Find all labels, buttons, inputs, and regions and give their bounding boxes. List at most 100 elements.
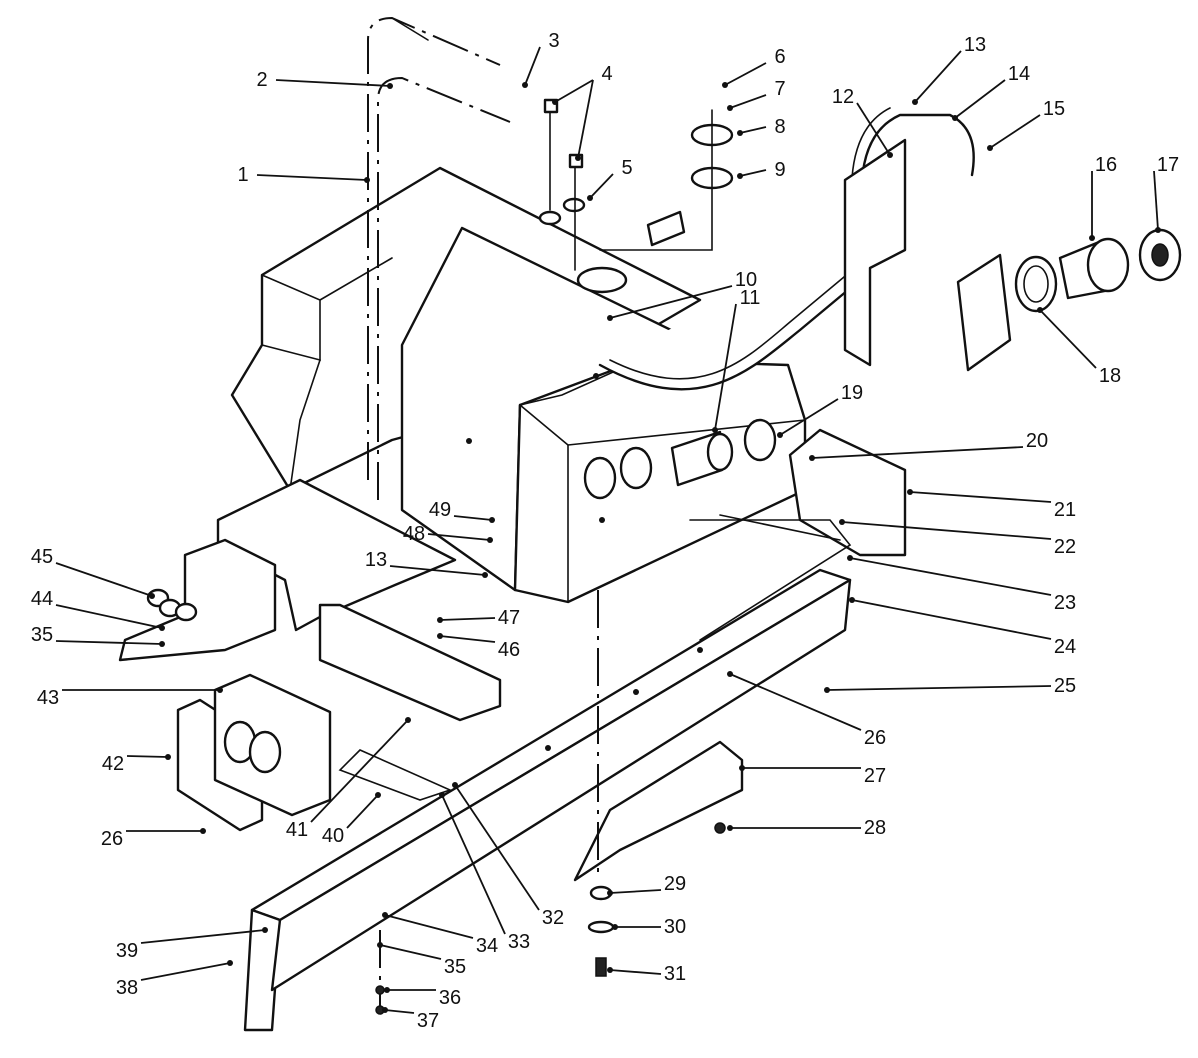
callout-c19: 19 [777,382,863,438]
callout-dot [737,130,743,136]
callout-dot [159,641,165,647]
callout-label: 42 [102,753,124,775]
callout-leader [609,969,662,975]
callout-label: 41 [286,819,308,841]
callout-label: 46 [498,639,520,661]
callout-label: 45 [31,546,53,568]
callout-c30: 30 [612,916,686,938]
callout-label: 6 [774,46,785,68]
callout-label: 3 [548,30,559,52]
callout-dot [607,315,613,321]
callout-dot [552,99,558,105]
callout-leader [140,929,266,944]
callout-c9: 9 [737,159,786,181]
callout-label: 1 [237,164,248,186]
callout-leader [729,94,767,109]
callout-dot [722,82,728,88]
callout-label: 32 [542,907,564,929]
callout-dot [587,195,593,201]
callout-label: 33 [508,931,530,953]
callout-label: 15 [1043,98,1065,120]
callout-dot [849,597,855,603]
callout-dot [522,82,528,88]
callout-c26a: 26 [727,671,886,749]
callout-c12: 12 [832,86,893,158]
callout-dot [159,625,165,631]
callout-dot [727,825,733,831]
callout-c13b: 13 [365,549,488,578]
mounting-flange [176,673,332,832]
callout-label: 7 [774,78,785,100]
callout-dot [165,754,171,760]
callout-c35b: 35 [31,624,165,647]
callout-label: 26 [101,828,123,850]
callout-leader [384,1009,415,1014]
callout-leader [724,62,767,86]
tank-fittings [538,197,777,500]
callout-label: 21 [1054,499,1076,521]
callout-dot [384,987,390,993]
callout-leader [379,944,442,960]
callout-dot [952,115,958,121]
callout-dot [612,924,618,930]
callout-dot [1037,307,1043,313]
callout-c6: 6 [722,46,786,88]
callout-c24: 24 [849,597,1076,658]
callout-dot [382,1007,388,1013]
hardware-stack [375,590,726,1015]
callout-dot [489,517,495,523]
callout-c14: 14 [952,63,1030,121]
callout-label: 2 [256,69,267,91]
callout-leader [909,491,1052,503]
callout-c37: 37 [382,1007,439,1032]
callout-c18: 18 [1037,307,1121,387]
callout-c38: 38 [116,960,233,999]
callout-label: 18 [1099,365,1121,387]
callout-leader [779,398,839,436]
callout-leader [739,169,767,177]
callout-label: 22 [1054,536,1076,558]
callout-c47: 47 [437,607,520,629]
callout-label: 38 [116,977,138,999]
callout-label: 34 [476,935,498,957]
callout-c4b [575,79,594,161]
callout-label: 9 [774,159,785,181]
callout-label: 26 [864,727,886,749]
callout-dot [727,105,733,111]
callout-c40: 40 [322,792,381,847]
callout-leader [55,562,153,597]
callout-c34: 34 [382,912,498,957]
callout-leader [577,79,594,159]
callout-c49: 49 [429,499,495,523]
callout-label: 30 [664,916,686,938]
callout-dot [824,687,830,693]
callout-dot [262,927,268,933]
callout-dot [607,967,613,973]
callout-dot [217,687,223,693]
callout-label: 11 [740,287,761,309]
callout-label: 36 [439,987,461,1009]
callout-label: 4 [601,63,612,85]
callout-dot [887,152,893,158]
callout-label: 10 [735,269,757,291]
callout-leader [55,640,163,645]
callout-c8: 8 [737,116,786,138]
callout-c41: 41 [286,717,411,841]
callout-dot [227,960,233,966]
callout-dot [739,765,745,771]
callout-c31: 31 [607,963,686,985]
callout-leader [427,533,491,541]
callout-dot [437,633,443,639]
callout-c5: 5 [587,157,633,201]
callout-dot [575,155,581,161]
callout-label: 43 [37,687,59,709]
callout-c42: 42 [102,753,171,775]
callout-c48: 48 [403,523,493,545]
callout-leader [856,102,891,156]
callout-leader [811,446,1024,459]
callout-leader [524,46,541,86]
callout-c39: 39 [116,927,268,962]
callout-dot [149,593,155,599]
callout-dot [727,671,733,677]
